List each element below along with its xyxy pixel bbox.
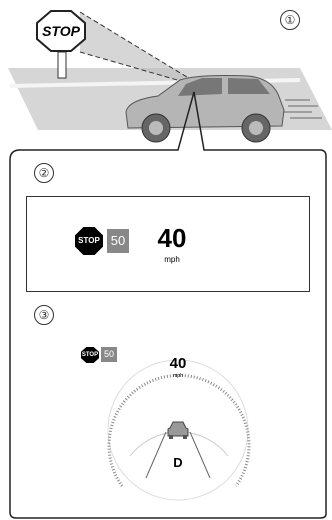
step-3-badge: ③ (34, 305, 54, 325)
hud-panel: STOP 50 40 mph (26, 196, 310, 292)
stop-icon: STOP (75, 227, 103, 255)
gear-indicator: D (163, 455, 193, 470)
speed-unit: mph (147, 255, 197, 264)
speed-limit-badge: 50 (107, 229, 129, 253)
step-2-badge: ② (34, 163, 54, 183)
cluster-speed-unit: mph (158, 373, 198, 379)
cluster-speed-value: 40 (158, 355, 198, 372)
speed-value: 40 (147, 223, 197, 254)
cluster-car-icon (166, 420, 190, 440)
